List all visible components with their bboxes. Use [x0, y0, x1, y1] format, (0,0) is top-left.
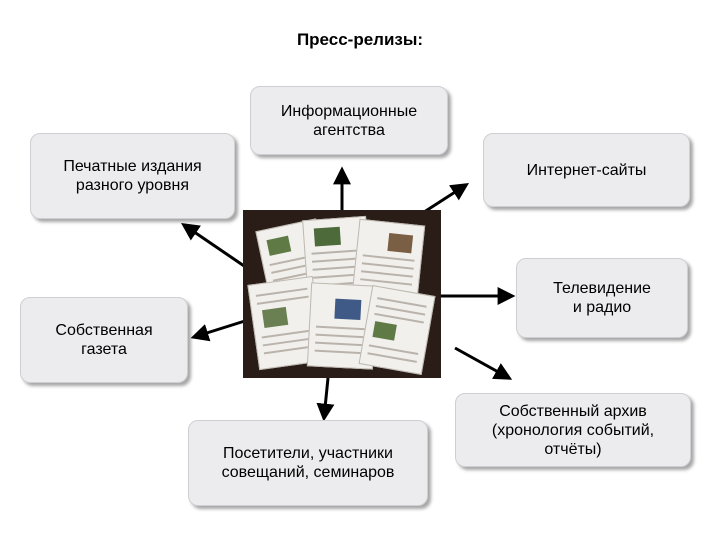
node-label: Интернет-сайты: [526, 161, 647, 179]
diagram-title: Пресс-релизы:: [296, 30, 424, 49]
arrow-to-print: [181, 222, 251, 272]
node-label: Печатные издания разного уровня: [63, 158, 202, 194]
node-label: Информационные агентства: [280, 102, 418, 139]
node-print-media: Печатные издания разного уровня: [30, 133, 235, 219]
node-label: Собственный архив (хронология событий, о…: [491, 402, 655, 458]
node-label: Посетители, участники совещаний, семинар…: [221, 445, 395, 481]
node-own-newspaper: Собственная газета: [20, 297, 188, 383]
node-tv-radio: Телевидение и радио: [516, 258, 688, 338]
node-label: Телевидение и радио: [553, 280, 651, 316]
newspapers-photo: [243, 210, 441, 378]
node-own-archive: Собственный архив (хронология событий, о…: [455, 393, 691, 467]
arrow-to-internet: [420, 183, 470, 216]
arrow-to-visitors: [316, 377, 335, 422]
arrow-to-archive: [454, 346, 513, 380]
node-label: Собственная газета: [55, 322, 153, 358]
node-news-agencies: Информационные агентства: [250, 86, 448, 155]
node-visitors: Посетители, участники совещаний, семинар…: [188, 420, 428, 506]
newspaper-sheet: [358, 285, 436, 375]
arrow-to-paper: [190, 318, 249, 342]
node-websites: Интернет-сайты: [483, 133, 690, 207]
